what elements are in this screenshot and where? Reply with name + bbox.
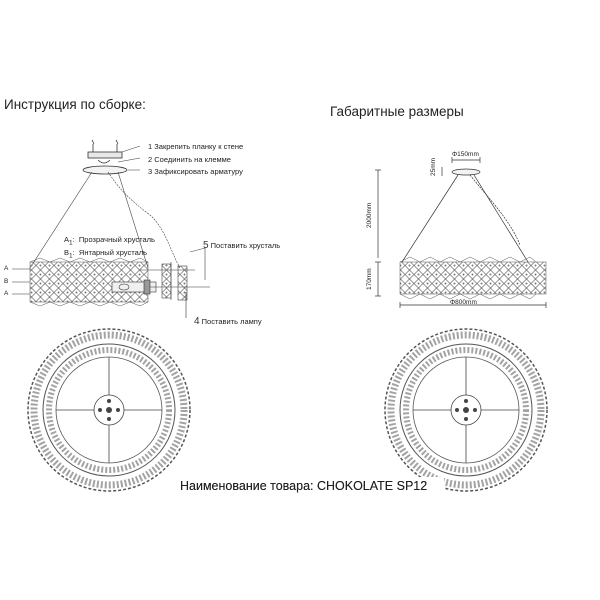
crystal-insert-detail: [161, 247, 206, 301]
crystal-ring-side-right: [399, 256, 547, 300]
product-name-overlay: Наименование товара: CHOKOLATE SP12: [180, 479, 428, 493]
ring-top-view-right: [384, 328, 548, 492]
assembly-title: Инструкция по сборке:: [4, 97, 146, 112]
dim-canopy-diameter: Φ150mm: [452, 151, 479, 158]
ring-top-view-left: [27, 328, 191, 492]
dimensions-title: Габаритные размеры: [330, 104, 464, 119]
step-4: 4 Поставить лампу: [194, 316, 262, 327]
dimension-side-view: [375, 157, 547, 308]
step-3: 3 Зафиксировать арматуру: [148, 167, 243, 176]
product-name: Наименование товара: CHOKOLATE SP12: [180, 479, 428, 493]
step-2: 2 Соединить на клемме: [148, 155, 231, 164]
row-label-leaders: [12, 268, 30, 295]
row-label-a-bottom: A: [4, 290, 9, 297]
dim-ring-height: 170mm: [366, 268, 373, 290]
step-5: 5 Поставить хрусталь: [203, 240, 281, 251]
row-label-b: B: [4, 278, 9, 285]
legend-clear-crystal: A1: Прозрачный хрусталь: [64, 235, 155, 247]
dim-canopy-height: 25mm: [430, 157, 437, 176]
legend-amber-crystal: B1: Янтарный хрусталь: [64, 248, 148, 260]
dim-ring-diameter: Φ800mm: [450, 299, 477, 306]
dim-cable-length: 2000mm: [366, 202, 373, 228]
step-1: 1 Закрепить планку к стене: [148, 142, 244, 151]
suspension-cables: [29, 171, 181, 269]
row-label-a-top: A: [4, 265, 9, 272]
ceiling-bracket: [82, 139, 141, 175]
